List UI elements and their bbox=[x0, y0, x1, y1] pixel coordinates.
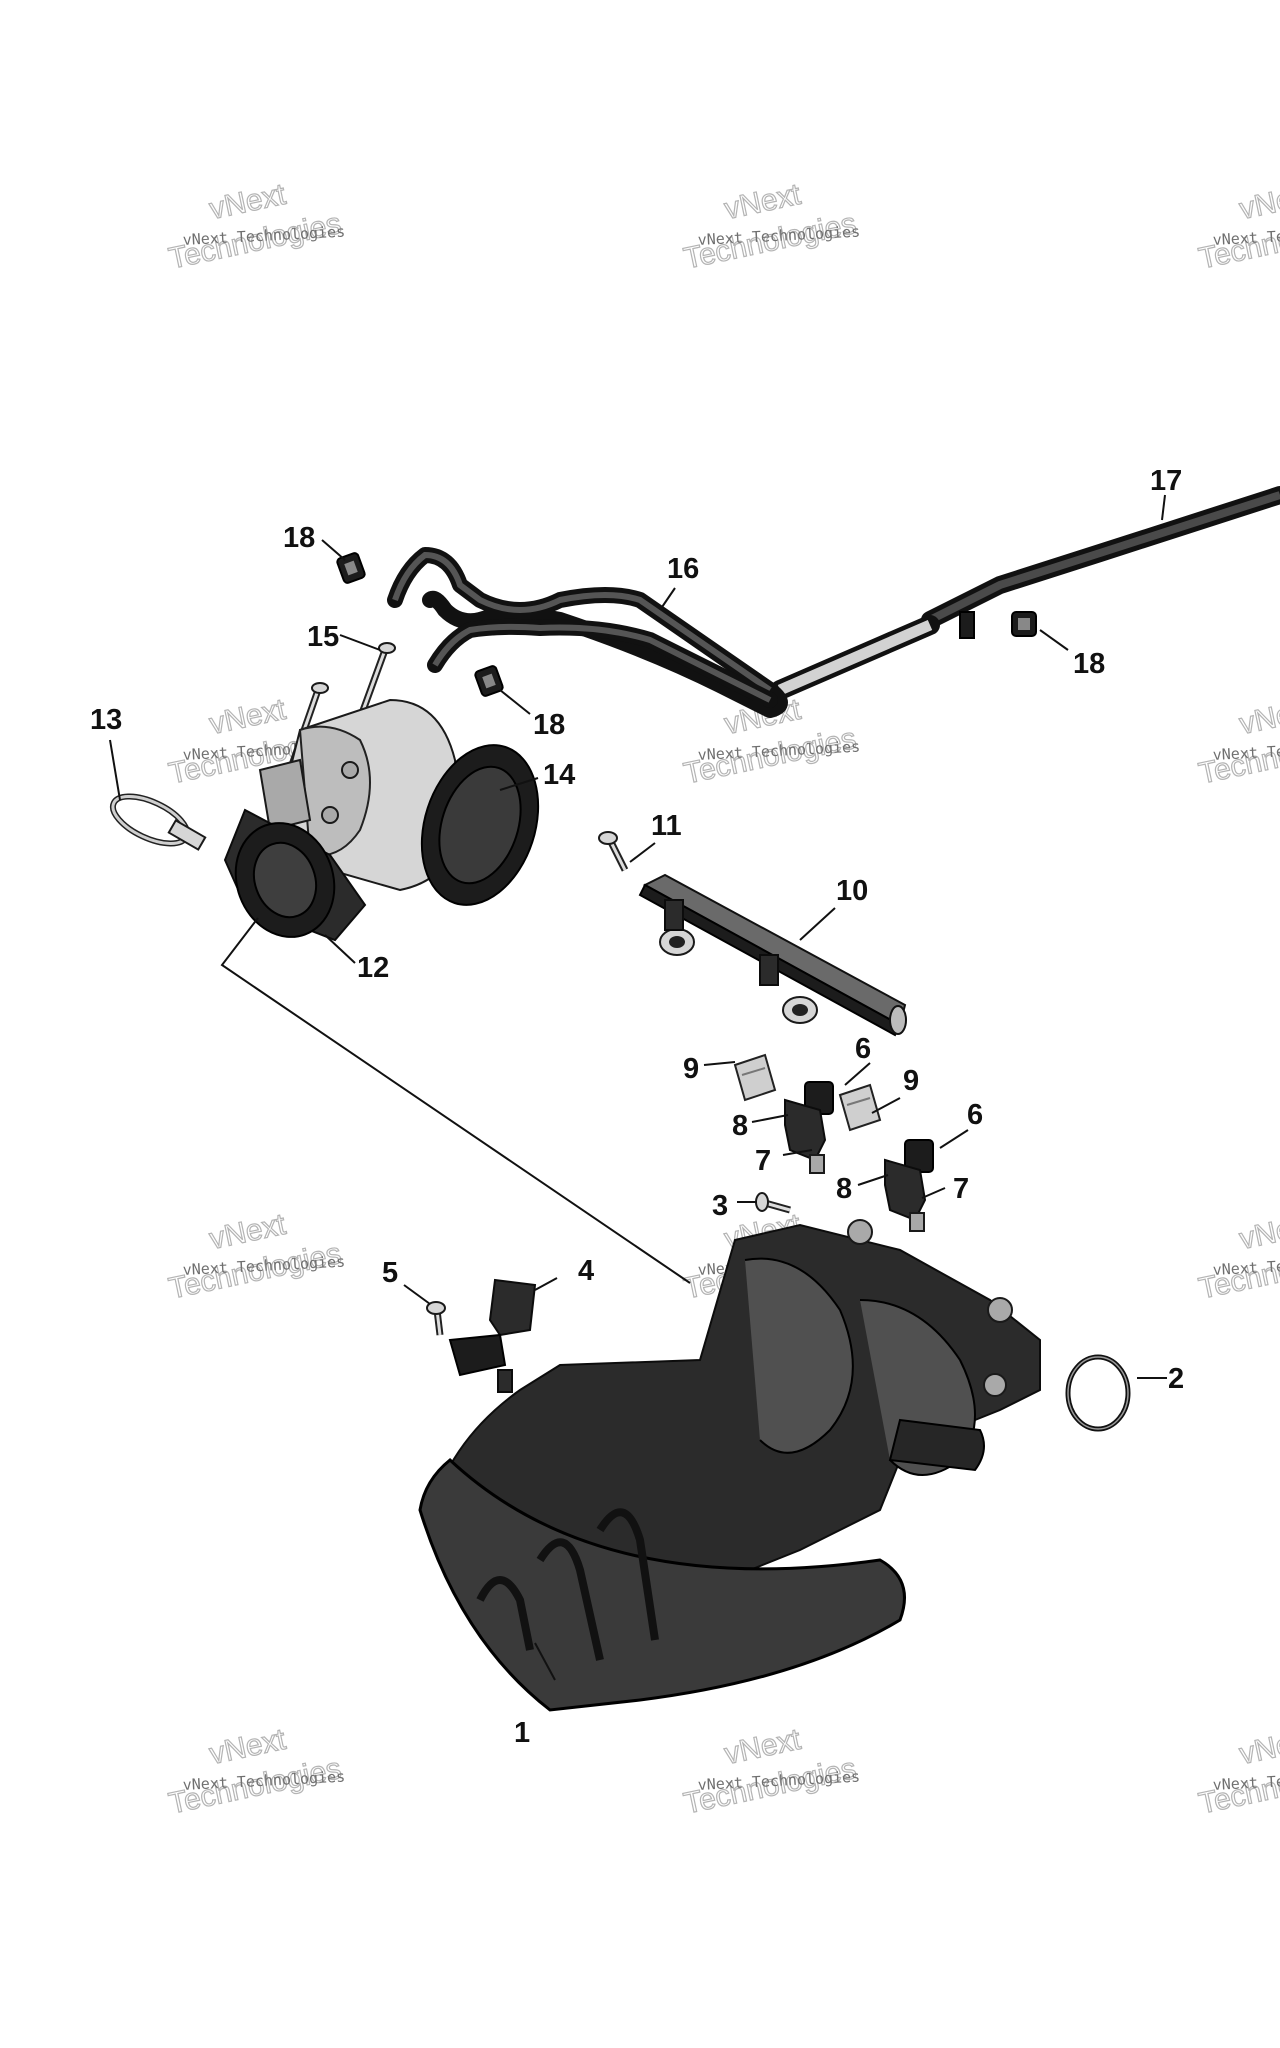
leader-line-18a bbox=[321, 539, 346, 561]
part-injector-clip[interactable] bbox=[838, 1083, 882, 1132]
leader-line-15 bbox=[339, 634, 381, 651]
part-hose-clip[interactable] bbox=[1011, 611, 1037, 637]
leader-line-12 bbox=[324, 934, 356, 964]
watermark-text-top: vNext bbox=[1237, 1208, 1280, 1256]
watermark-text-small: vNext Technologies bbox=[1212, 223, 1280, 249]
part-screw[interactable] bbox=[426, 1301, 446, 1336]
watermark: Technologies vNext bbox=[1195, 1207, 1280, 1306]
callout-7-right: 7 bbox=[953, 1173, 969, 1205]
leader-line-7a bbox=[782, 1149, 813, 1156]
callout-17: 17 bbox=[1150, 465, 1182, 497]
part-fuel-line[interactable] bbox=[770, 486, 1280, 700]
watermark: Technologies vNext bbox=[165, 177, 344, 276]
watermark: Technologies vNext bbox=[680, 1722, 859, 1821]
callout-11: 11 bbox=[651, 810, 682, 842]
part-intake-manifold[interactable] bbox=[418, 1219, 1041, 1712]
callout-5: 5 bbox=[382, 1257, 398, 1289]
watermark: Technologies vNext bbox=[165, 1722, 344, 1821]
watermark-text-top: vNext bbox=[1237, 693, 1280, 741]
callout-3: 3 bbox=[712, 1190, 728, 1222]
watermark: Technologies vNext bbox=[1195, 1722, 1280, 1821]
leader-line-9a bbox=[703, 1061, 736, 1066]
callout-10: 10 bbox=[836, 875, 868, 907]
leader-line-1 bbox=[534, 1642, 556, 1681]
callout-13: 13 bbox=[90, 704, 122, 736]
part-clamp[interactable] bbox=[106, 787, 207, 853]
watermark-text-small: vNext Technologies bbox=[1212, 1768, 1280, 1794]
watermark: Technologies vNext bbox=[165, 1207, 344, 1306]
part-hose[interactable] bbox=[387, 547, 788, 718]
leader-line-12-assembly bbox=[220, 917, 691, 1284]
leader-line-7b bbox=[921, 1187, 946, 1199]
leader-line-14 bbox=[499, 777, 539, 791]
part-o-ring[interactable] bbox=[1065, 1354, 1131, 1432]
leader-lines bbox=[109, 494, 1167, 1681]
callout-18-right: 18 bbox=[1073, 648, 1105, 680]
part-fuel-injector[interactable] bbox=[784, 1081, 834, 1174]
callout-4: 4 bbox=[578, 1255, 594, 1287]
part-throttle-body[interactable] bbox=[258, 698, 558, 920]
part-hose-clip[interactable] bbox=[474, 665, 504, 697]
callout-2: 2 bbox=[1168, 1363, 1184, 1395]
leader-line-8a bbox=[751, 1114, 789, 1123]
callout-16: 16 bbox=[667, 553, 699, 585]
callout-labels: 1 2 3 4 5 6 6 7 7 8 8 9 9 10 11 12 13 14… bbox=[90, 465, 1184, 1749]
leader-line-13 bbox=[109, 739, 121, 801]
leader-line-4 bbox=[534, 1277, 558, 1291]
watermark-text-top: vNext bbox=[1237, 178, 1280, 226]
part-screw[interactable] bbox=[598, 831, 629, 872]
leader-line-18c bbox=[1039, 629, 1069, 651]
fuel-line-fitting bbox=[959, 611, 975, 639]
callout-8-right: 8 bbox=[836, 1173, 852, 1205]
leader-line-6b bbox=[939, 1129, 969, 1149]
callout-9-left: 9 bbox=[683, 1053, 699, 1085]
leader-line-16 bbox=[659, 587, 676, 611]
watermark-text-small: vNext Technologies bbox=[1212, 738, 1280, 764]
part-sensor[interactable] bbox=[448, 1278, 537, 1393]
leader-line-17 bbox=[1161, 494, 1166, 521]
watermark: Technologies vNext bbox=[1195, 692, 1280, 791]
watermark: Technologies vNext bbox=[680, 177, 859, 276]
watermark-text-top: vNext bbox=[1237, 1723, 1280, 1771]
leader-line-5 bbox=[403, 1284, 431, 1305]
watermark: Technologies vNext bbox=[1195, 177, 1280, 276]
callout-8-left: 8 bbox=[732, 1110, 748, 1142]
leader-line-6a bbox=[844, 1062, 871, 1086]
callout-7-left: 7 bbox=[755, 1145, 771, 1177]
leader-line-8b bbox=[857, 1174, 889, 1186]
callout-15: 15 bbox=[307, 621, 339, 653]
part-injector-clip[interactable] bbox=[733, 1053, 777, 1102]
leader-line-10 bbox=[799, 907, 836, 941]
watermark-text-small: vNext Technologies bbox=[1212, 1253, 1280, 1279]
part-fuel-injector[interactable] bbox=[884, 1139, 934, 1232]
leader-line-9b bbox=[871, 1097, 901, 1114]
leader-line-11 bbox=[629, 842, 656, 863]
callout-6-right: 6 bbox=[967, 1099, 983, 1131]
callout-14: 14 bbox=[543, 759, 575, 791]
callout-18-left: 18 bbox=[283, 522, 315, 554]
callout-9-right: 9 bbox=[903, 1065, 919, 1097]
callout-12: 12 bbox=[357, 952, 389, 984]
callout-18-middle: 18 bbox=[533, 709, 565, 741]
part-screw[interactable] bbox=[755, 1192, 791, 1214]
callout-6-left: 6 bbox=[855, 1033, 871, 1065]
callout-1: 1 bbox=[514, 1717, 530, 1749]
part-throttle-adapter[interactable] bbox=[220, 808, 367, 951]
part-fuel-rail[interactable] bbox=[638, 873, 907, 1037]
leader-line-18b bbox=[499, 689, 531, 715]
